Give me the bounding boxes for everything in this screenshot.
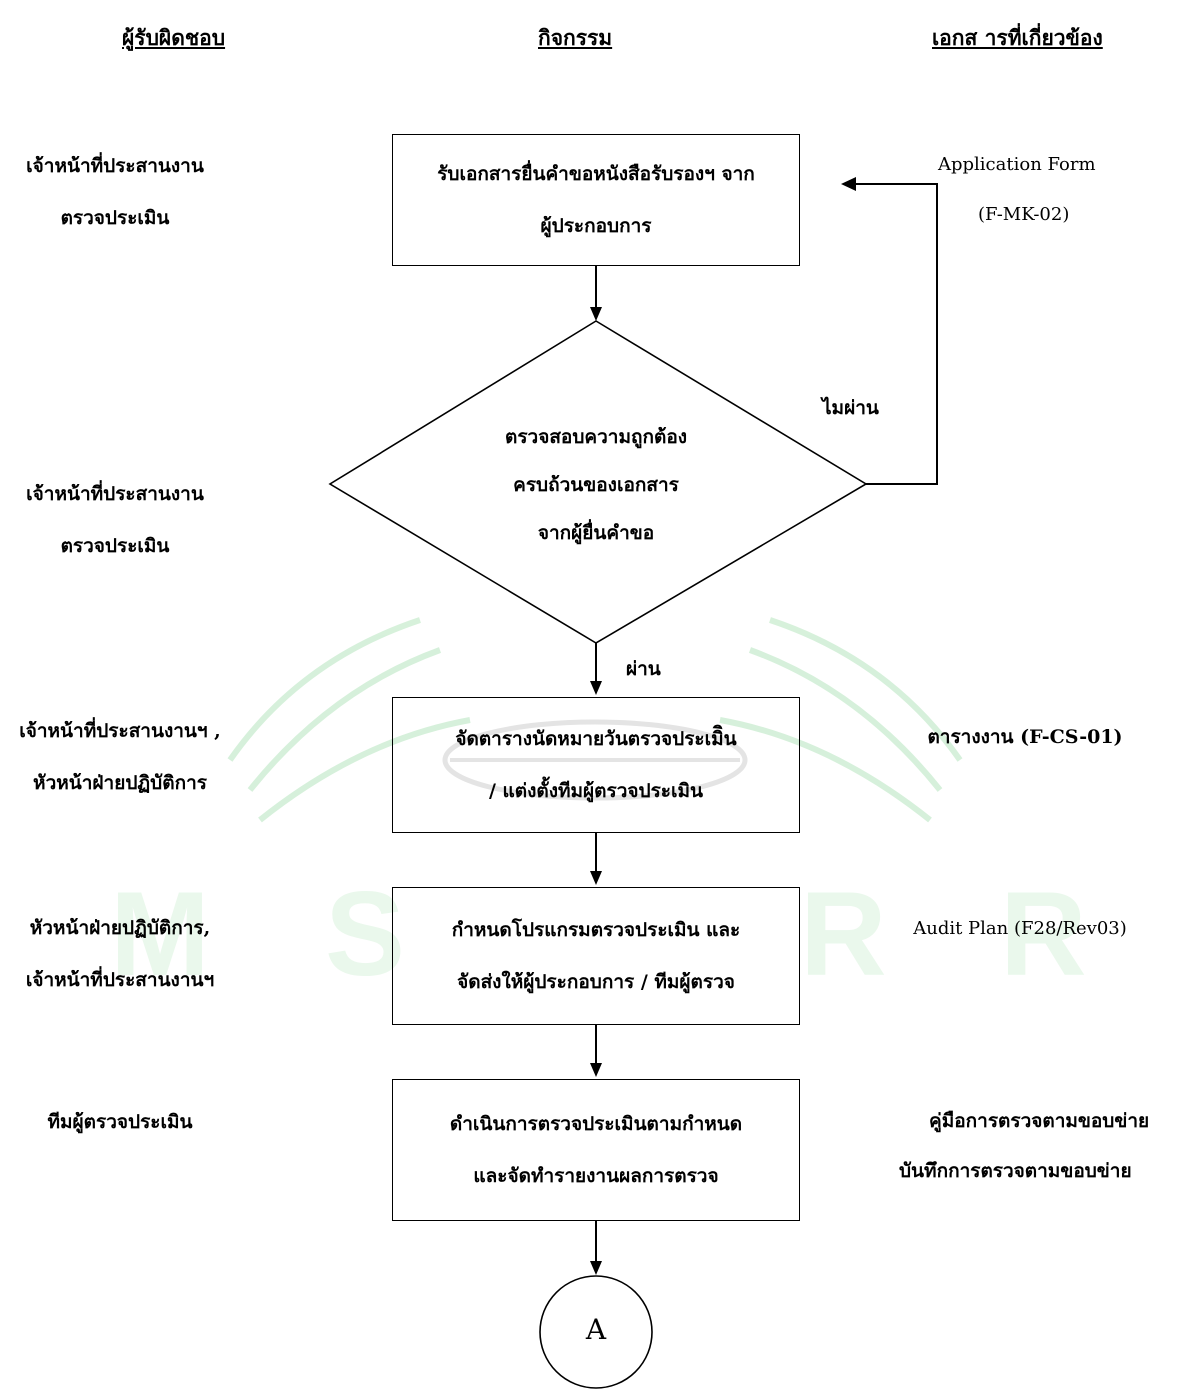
role-row5: ทีมผู้ตรวจประเมิน: [20, 1096, 220, 1148]
role-row1-line1: เจ้าหน้าที่ประสานงาน: [26, 155, 204, 177]
role-row4-line1: หัวหน้าฝ่ายปฏิบัติการ,: [29, 917, 211, 939]
doc-audit-record: บันทึกการตรวจตามขอบข่าย: [899, 1160, 1132, 1182]
doc-f-mk-02: (F-MK-02): [978, 204, 1070, 225]
header-activity: กิจกรรม: [538, 25, 613, 50]
header-responsible: ผู้รับผิดชอบ: [122, 25, 226, 50]
decision-line3: จากผู้ยื่นคำขอ: [537, 522, 655, 544]
step4-line2: และจัดทำรายงานผลการตรวจ: [473, 1165, 719, 1187]
connector-circle: [539, 1275, 653, 1389]
step1-line1: รับเอกสารยื่นคำขอหนังสือรับรองฯ จาก: [437, 163, 755, 185]
role-row2: เจ้าหน้าที่ประสานงาน ตรวจประเมิน: [10, 468, 220, 572]
role-row5-line1: ทีมผู้ตรวจประเมิน: [47, 1111, 193, 1133]
role-row3-line2: หัวหน้าฝ่ายปฏิบัติการ: [33, 772, 207, 794]
step2-line2: / แต่งตั้งทีมผู้ตรวจประเมิน: [488, 780, 704, 802]
role-row4-line2: เจ้าหน้าที่ประสานงานฯ: [25, 969, 215, 991]
decision-line2: ครบถ้วนของเอกสาร: [513, 474, 679, 496]
step-conduct-audit: ดำเนินการตรวจประเมินตามกำหนด และจัดทำราย…: [392, 1079, 800, 1221]
role-row1: เจ้าหน้าที่ประสานงาน ตรวจประเมิน: [10, 140, 220, 244]
connector-label: A: [585, 1313, 607, 1346]
step3-line1: กำหนดโปรแกรมตรวจประเมิน และ: [451, 919, 741, 941]
doc-row5: คู่มือการตรวจตามขอบข่าย บันทึกการตรวจตาม…: [893, 1096, 1189, 1196]
doc-row3: ตารางงาน (F-CS-01): [920, 712, 1130, 762]
decision-text: ตรวจสอบความถูกต้อง ครบถ้วนของเอกสาร จากผ…: [456, 413, 736, 557]
header-documents: เอกส ารที่เกี่ยวข้อง: [932, 25, 1103, 50]
role-row2-line1: เจ้าหน้าที่ประสานงาน: [26, 483, 204, 505]
doc-audit-manual: คู่มือการตรวจตามขอบข่าย: [929, 1110, 1150, 1132]
role-row4: หัวหน้าฝ่ายปฏิบัติการ, เจ้าหน้าที่ประสาน…: [0, 902, 240, 1006]
fail-loop-line: [855, 183, 938, 485]
decision-line1: ตรวจสอบความถูกต้อง: [504, 426, 688, 448]
step1-line2: ผู้ประกอบการ: [540, 215, 652, 237]
role-row1-line2: ตรวจประเมิน: [60, 207, 170, 229]
step2-line1: จัดตารางนัดหมายวันตรวจประเมิิน: [455, 728, 737, 750]
role-row3: เจ้าหน้าที่ประสานงานฯ , หัวหน้าฝ่ายปฏิบั…: [0, 705, 240, 809]
pass-label: ผ่าน: [626, 658, 661, 680]
step-schedule-appointment: จัดตารางนัดหมายวันตรวจประเมิิน / แต่งตั้…: [392, 697, 800, 833]
step-receive-application: รับเอกสารยื่นคำขอหนังสือรับรองฯ จาก ผู้ป…: [392, 134, 800, 266]
doc-row4: Audit Plan (F28/Rev03): [900, 904, 1140, 954]
role-row3-line1: เจ้าหน้าที่ประสานงานฯ ,: [19, 720, 221, 742]
fail-label: ไมผ่าน: [822, 397, 879, 419]
doc-schedule-f-cs-01: ตารางงาน (F-CS-01): [927, 726, 1123, 748]
doc-audit-plan: Audit Plan (F28/Rev03): [913, 918, 1127, 939]
step4-line1: ดำเนินการตรวจประเมินตามกำหนด: [449, 1113, 743, 1135]
doc-row1: Application Form (F-MK-02): [930, 140, 1120, 240]
role-row2-line2: ตรวจประเมิน: [60, 535, 170, 557]
step-define-audit-program: กำหนดโปรแกรมตรวจประเมิน และ จัดส่งให้ผู้…: [392, 887, 800, 1025]
step3-line2: จัดส่งให้ผู้ประกอบการ / ทีมผู้ตรวจ: [457, 971, 735, 993]
doc-application-form: Application Form: [938, 154, 1096, 175]
